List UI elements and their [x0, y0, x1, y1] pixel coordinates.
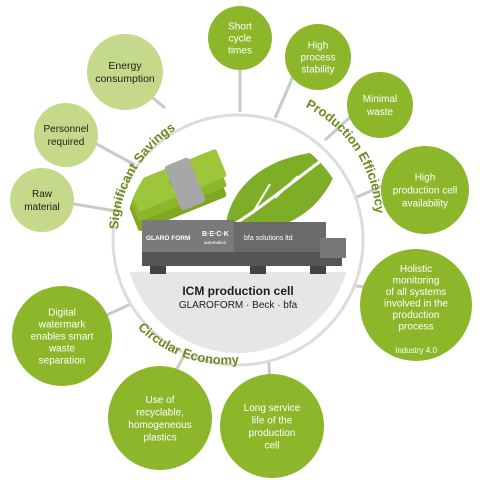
bubble-line: cycle: [229, 34, 252, 45]
bubble-line: production: [393, 310, 440, 321]
bubble-line: production: [249, 428, 296, 439]
bubble-line: process: [300, 53, 335, 64]
machine-icon: [142, 220, 346, 274]
bubble-line: enables smart: [31, 332, 94, 343]
bubble-monitoring-note: Industry 4.0: [395, 346, 437, 355]
bubble-line: involved in the: [384, 298, 448, 309]
bubble-line: watermark: [38, 320, 87, 331]
bubble-personnel-label: Personnel required: [43, 124, 88, 148]
bubble-line: life of the: [252, 415, 293, 426]
bubble-raw: Raw material: [10, 168, 74, 232]
bubble-line: process: [398, 321, 433, 332]
bubble-line: times: [228, 46, 252, 57]
bubble-line: cell: [264, 440, 279, 451]
bubble-line: Long service: [244, 403, 301, 414]
bubble-availability: High production cell availability: [381, 146, 469, 234]
bubble-line: Short: [228, 22, 252, 33]
bubble-line: separation: [39, 356, 86, 367]
bubble-raw-label: Raw material: [24, 189, 60, 213]
bubble-line: Digital: [48, 308, 76, 319]
bubble-line: Minimal: [363, 94, 397, 105]
bubble-line: Holistic: [400, 264, 432, 275]
bubble-line: Raw: [32, 189, 53, 200]
bubble-line: recyclable,: [136, 407, 184, 418]
bubble-line: waste: [366, 107, 394, 118]
bubble-line: consumption: [95, 73, 155, 85]
bubble-line: High: [415, 173, 436, 184]
bubble-availability-label: High production cell availability: [393, 173, 457, 210]
bubble-personnel: Personnel required: [34, 103, 98, 167]
bubble-line: of all systems: [386, 287, 447, 298]
bubble-line: Personnel: [43, 124, 88, 135]
bubble-line: waste: [48, 344, 76, 355]
bubble-line: availability: [402, 199, 448, 210]
machine-brand-glaroform: GLARO FORM: [146, 235, 190, 242]
bubble-line: Use of: [146, 395, 175, 406]
bubble-line: production cell: [393, 186, 457, 197]
bubble-line: stability: [301, 65, 334, 76]
cash-stack-icon: [128, 149, 227, 231]
bubble-line: Energy: [108, 60, 142, 72]
bubble-line: High: [308, 41, 329, 52]
machine-brand-beck: B·E·C·K: [202, 231, 229, 238]
machine-brand-bfa: bfa solutions ltd: [244, 235, 293, 242]
bubble-line: homogeneous: [128, 420, 191, 431]
center-title: ICM production cell: [182, 284, 293, 298]
bubble-line: monitoring: [393, 275, 440, 286]
bubble-line: plastics: [143, 432, 176, 443]
bubble-waste-label: Minimal waste: [363, 94, 397, 118]
bubble-line: material: [24, 202, 60, 213]
center-subtitle: GLAROFORM · Beck · bfa: [179, 300, 298, 311]
leaf-icon: [225, 151, 342, 232]
bubble-line: required: [48, 137, 85, 148]
machine-brand-beck-sub: automation: [204, 240, 227, 245]
bubble-waste: Minimal waste: [347, 72, 413, 138]
center-illustration: [125, 127, 351, 353]
